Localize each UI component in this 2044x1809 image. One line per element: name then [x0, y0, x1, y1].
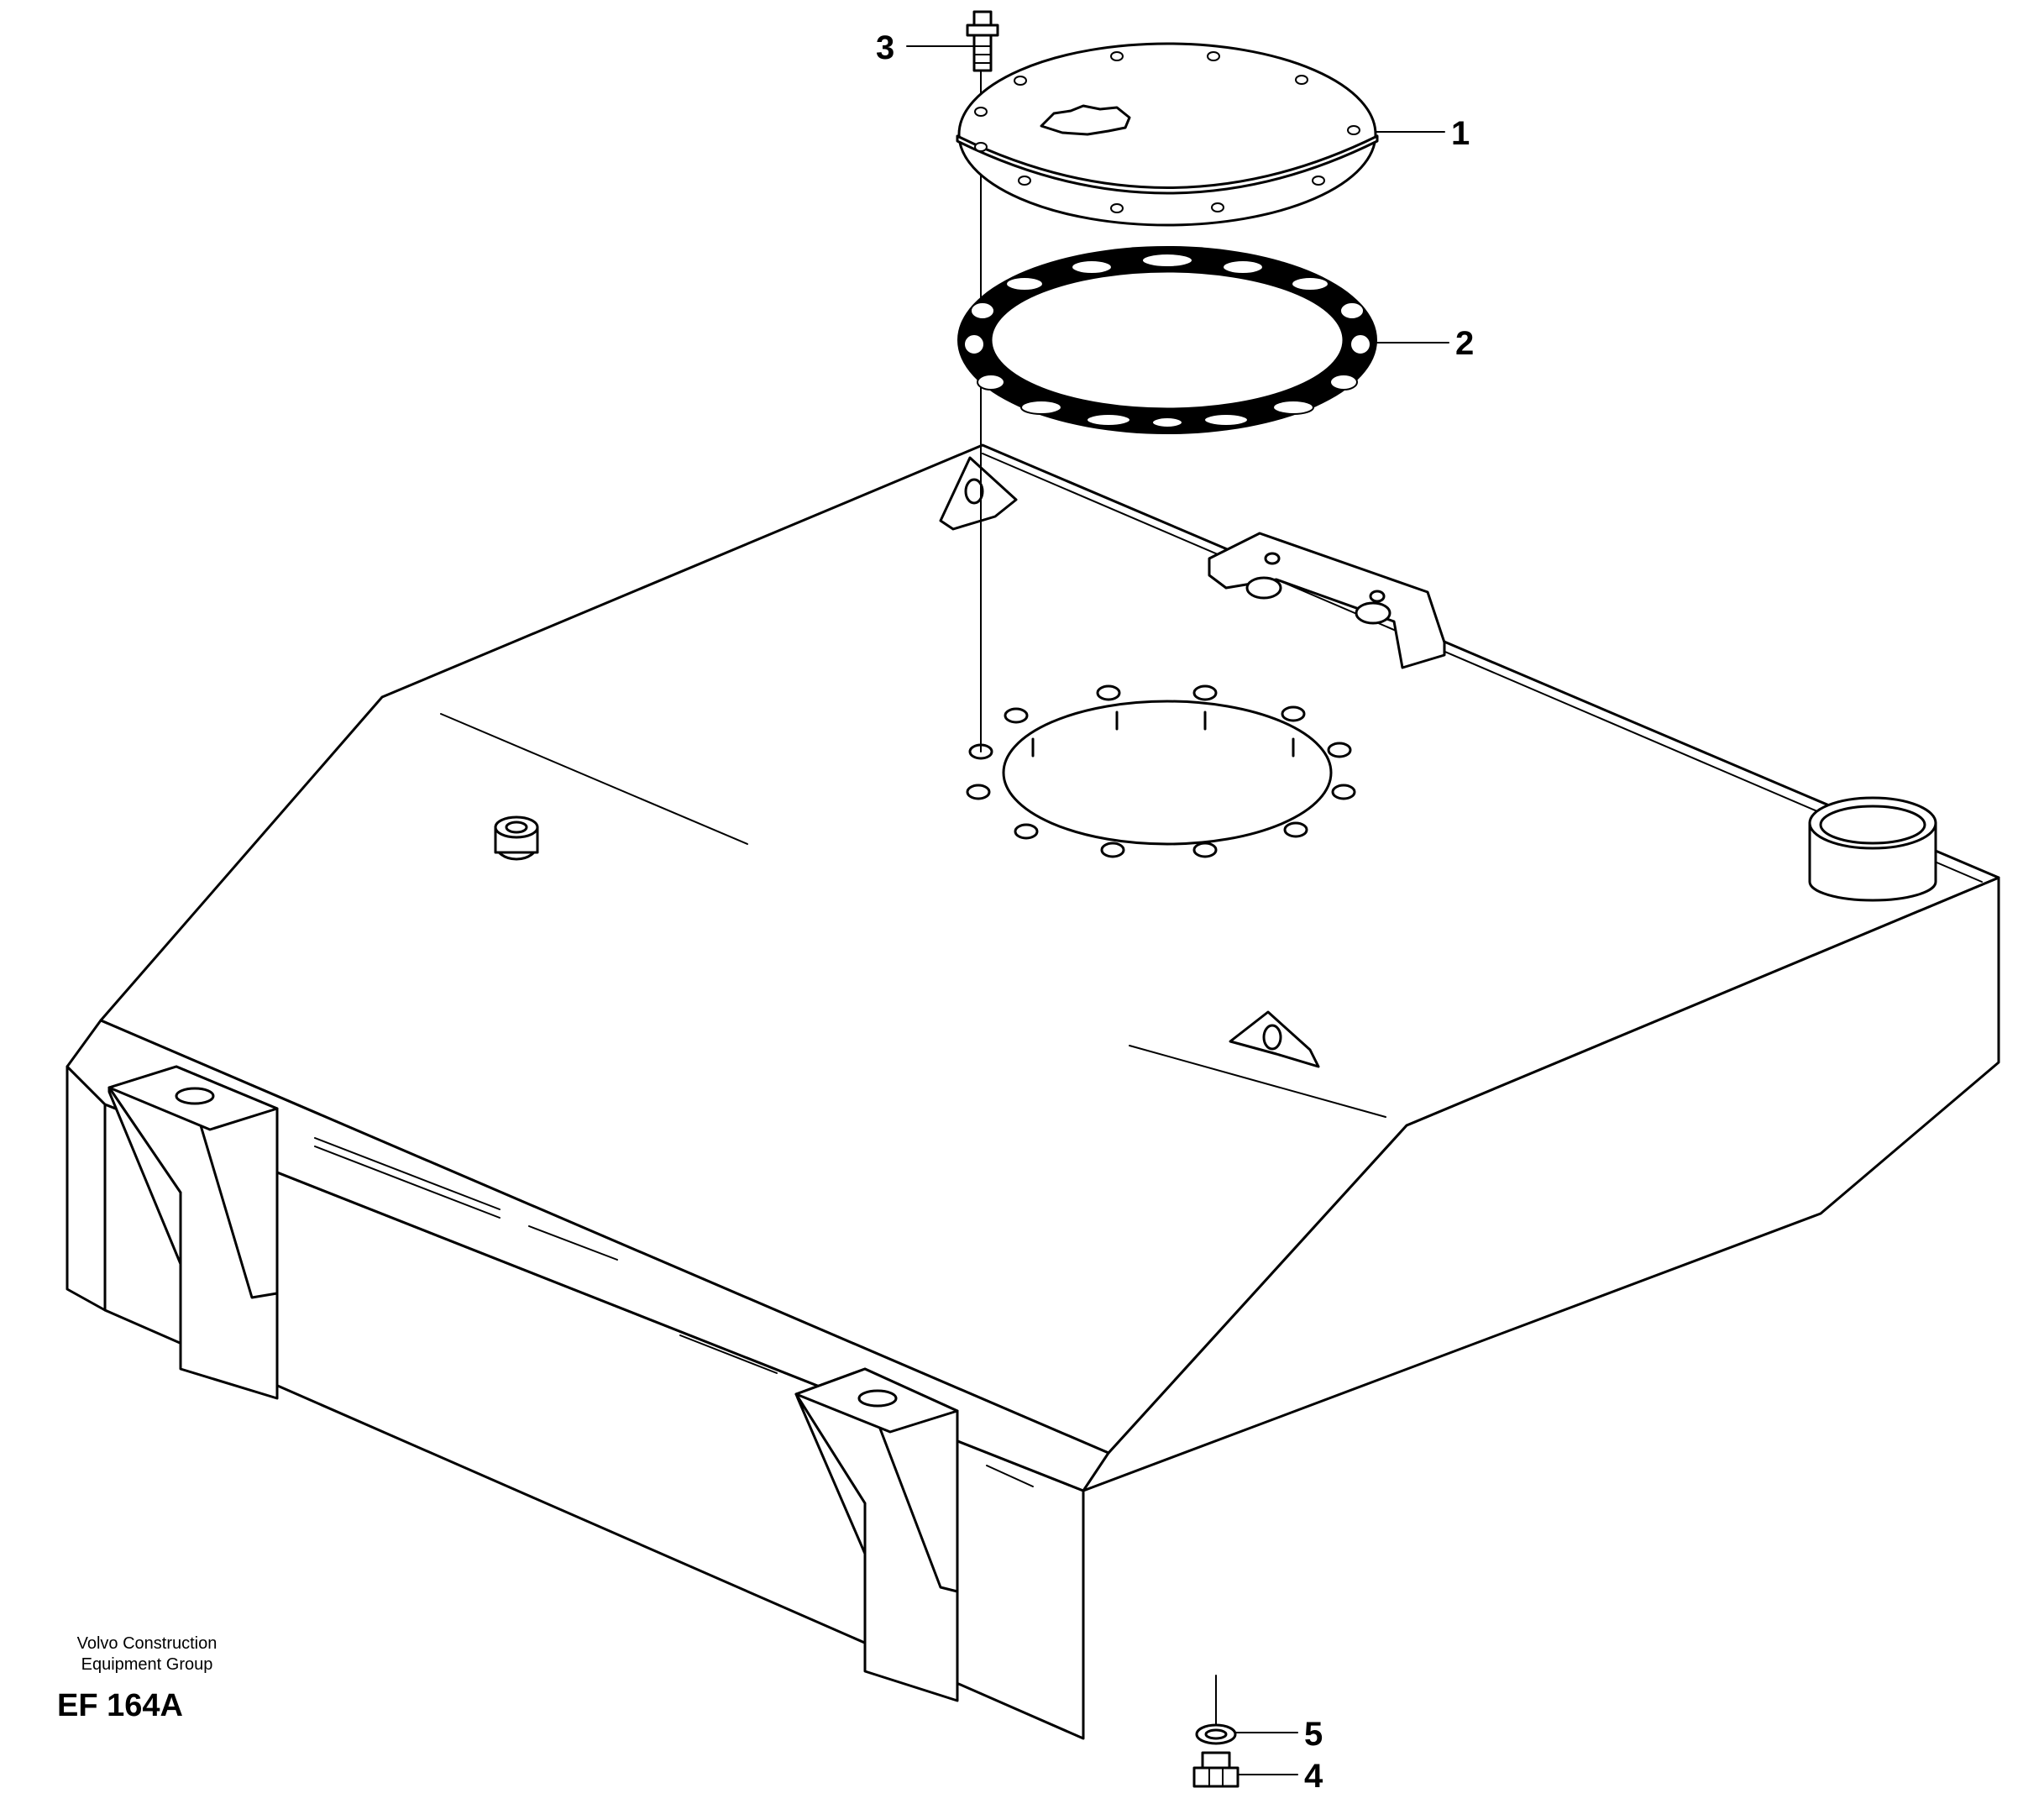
lifting-eye-rear — [939, 456, 1018, 531]
flange-nuts — [966, 684, 1356, 858]
front-seam-3 — [528, 1225, 618, 1261]
flange-bolt — [966, 10, 999, 72]
company-name-line2: Equipment Group — [81, 1655, 213, 1674]
front-seam-2 — [314, 1146, 501, 1219]
callout-4: 4 — [1304, 1758, 1323, 1795]
drawing-code: EF 164A — [57, 1688, 183, 1723]
top-fold-line-right — [1129, 1045, 1386, 1118]
tank-front-bevel — [66, 1019, 1110, 1492]
mounting-bracket-right — [794, 1367, 959, 1702]
top-rear-edge — [982, 453, 1983, 883]
sealing-washer — [1195, 1723, 1237, 1745]
front-seam-1 — [314, 1137, 501, 1210]
front-seam-4 — [679, 1334, 778, 1374]
lifting-eye-front — [1229, 1010, 1320, 1068]
top-fold-line-left — [440, 713, 748, 845]
cover-plate — [956, 42, 1379, 227]
gasket — [957, 246, 1377, 434]
mounting-bracket-left — [107, 1065, 279, 1400]
callout-1: 1 — [1451, 115, 1470, 152]
drain-plug — [1192, 1751, 1240, 1788]
filler-neck — [1808, 796, 1937, 902]
callout-3: 3 — [876, 29, 894, 66]
front-seam-5 — [986, 1465, 1034, 1487]
tank-left-end — [66, 1065, 107, 1312]
hose-clamp-bracket — [1208, 532, 1446, 669]
tank-body — [66, 443, 2000, 1740]
callout-2: 2 — [1455, 325, 1474, 362]
top-boss-left — [494, 815, 539, 861]
tank-opening — [1002, 700, 1333, 846]
callout-5: 5 — [1304, 1716, 1323, 1753]
company-name-line1: Volvo Construction — [77, 1634, 218, 1653]
